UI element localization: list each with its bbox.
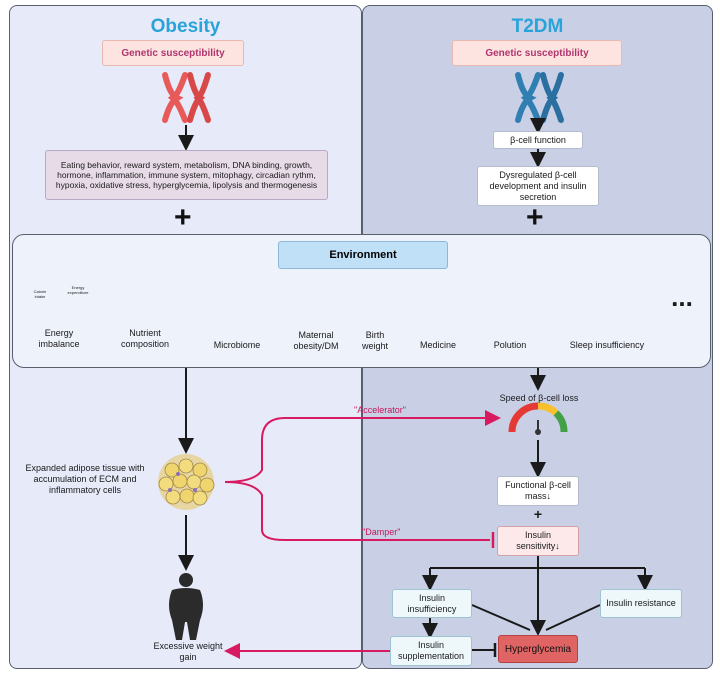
dysregulated-box: Dysregulated β-cell development and insu… [477,166,599,206]
t2dm-genetic-box: Genetic susceptibility [452,40,622,66]
environment-title: Environment [278,241,448,269]
plus-obesity: + [174,201,192,234]
scale-right-label: Energy expenditure [67,285,89,295]
hyperglycemia-box: Hyperglycemia [498,635,578,663]
speed-loss-label: Speed of β-cell loss [499,393,579,403]
obesity-factors-box: Eating behavior, reward system, metaboli… [45,150,328,200]
accelerator-label: "Accelerator" [354,405,406,415]
adipose-label: Expanded adipose tissue with accumulatio… [25,463,145,495]
weight-gain-label: Excessive weight gain [153,641,223,662]
obesity-title: Obesity [150,16,221,37]
env-item-sleep: Sleep insufficiency [569,340,645,350]
insulin-supplementation-box: Insulin supplementation [390,636,472,666]
plus-t2dm: + [526,201,544,234]
scale-left-label: Calorie intake [33,289,47,299]
functional-mass-box: Functional β-cell mass↓ [497,476,579,506]
person-icon [169,573,203,640]
env-more-ellipsis: ... [671,282,693,312]
plus-mass-sensitivity: + [533,506,543,522]
obesity-genetic-box: Genetic susceptibility [102,40,244,66]
adipose-tissue-icon [158,454,215,510]
env-item-polution: Polution [493,340,527,350]
env-item-microbiome: Microbiome [213,340,261,350]
insulin-sensitivity-box: Insulin sensitivity↓ [497,526,579,556]
env-item-maternal: Maternal obesity/DM [293,330,339,351]
env-item-birth-weight: Birth weight [361,330,388,351]
gauge-icon [508,402,568,435]
chromosome-blue-icon [515,72,564,123]
env-item-energy: Energy imbalance [38,328,80,349]
beta-cell-function-box: β-cell function [493,131,583,149]
chromosome-red-icon [162,72,211,123]
insulin-insufficiency-box: Insulin insufficiency [392,589,472,618]
env-item-nutrient: Nutrient composition [120,328,170,349]
damper-label: "Damper" [362,527,401,537]
t2dm-title: T2DM [511,16,564,37]
insulin-resistance-box: Insulin resistance [600,589,682,618]
env-item-medicine: Medicine [419,340,457,350]
